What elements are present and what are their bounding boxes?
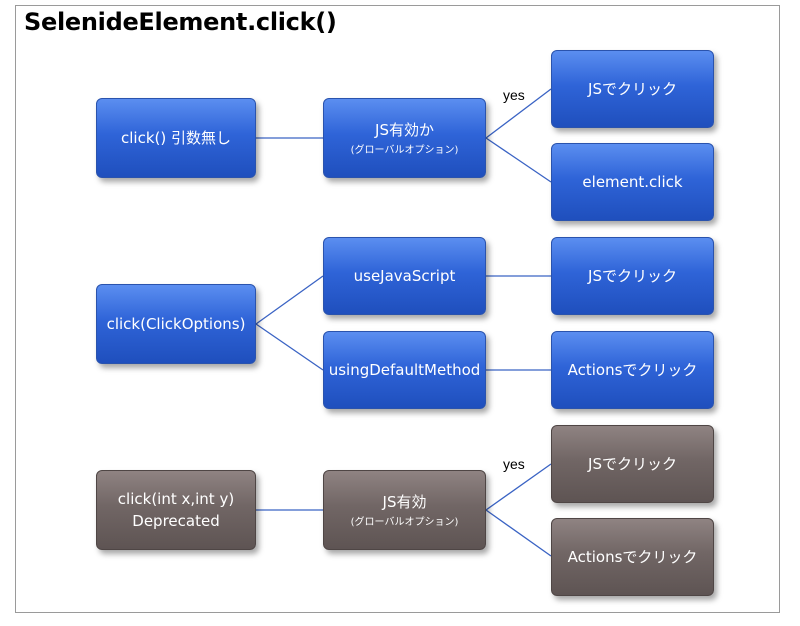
- connector-start-to-opt2: [255, 323, 324, 371]
- start-box-label-line2: Deprecated: [132, 512, 220, 530]
- decision-box-sublabel: (グローバルオプション): [350, 144, 459, 156]
- option-box-label: useJavaScript: [353, 267, 456, 285]
- connector-decision-to-no-1: [485, 137, 552, 183]
- decision-box-label: JS有効か: [375, 120, 434, 139]
- start-box-label-line1: click(int x,int y): [117, 490, 235, 508]
- start-box-no-args: click() 引数無し: [96, 98, 256, 178]
- outcome-box-label: JSでクリック: [588, 267, 677, 285]
- outcome-box-actions-click: Actionsでクリック: [551, 518, 714, 596]
- option-box-use-javascript: useJavaScript: [323, 237, 486, 315]
- outcome-box-label: Actionsでクリック: [567, 361, 698, 379]
- connector-decision-to-yes-1: [485, 88, 552, 139]
- outcome-box-label: element.click: [582, 173, 683, 191]
- option-box-using-default-method: usingDefaultMethod: [323, 331, 486, 409]
- outcome-box-actions-click: Actionsでクリック: [551, 331, 714, 409]
- outcome-box-label: Actionsでクリック: [567, 548, 698, 566]
- outcome-box-element-click: element.click: [551, 143, 714, 221]
- connector-decision-to-yes-3: [485, 463, 552, 511]
- outcome-box-label: JSでクリック: [588, 80, 677, 98]
- option-box-label: usingDefaultMethod: [328, 361, 481, 379]
- start-box-click-options: click(ClickOptions): [96, 284, 256, 364]
- start-box-click-xy-deprecated: click(int x,int y) Deprecated: [96, 470, 256, 550]
- diagram-title: SelenideElement.click(): [24, 8, 337, 36]
- yes-label: yes: [503, 456, 525, 472]
- diagram-frame: [15, 5, 780, 613]
- outcome-box-label: JSでクリック: [588, 455, 677, 473]
- decision-box-sublabel: (グローバルオプション): [350, 516, 459, 528]
- connector-decision-to-no-3: [485, 509, 552, 557]
- decision-box-js-enabled: JS有効か (グローバルオプション): [323, 98, 486, 178]
- connector-start-to-opt1: [255, 275, 324, 325]
- start-box-label: click() 引数無し: [121, 129, 231, 147]
- decision-box-label: JS有効: [382, 492, 427, 511]
- outcome-box-js-click: JSでクリック: [551, 50, 714, 128]
- outcome-box-js-click: JSでクリック: [551, 237, 714, 315]
- yes-label: yes: [503, 87, 525, 103]
- decision-box-js-enabled: JS有効 (グローバルオプション): [323, 470, 486, 550]
- outcome-box-js-click: JSでクリック: [551, 425, 714, 503]
- start-box-label: click(ClickOptions): [106, 315, 246, 333]
